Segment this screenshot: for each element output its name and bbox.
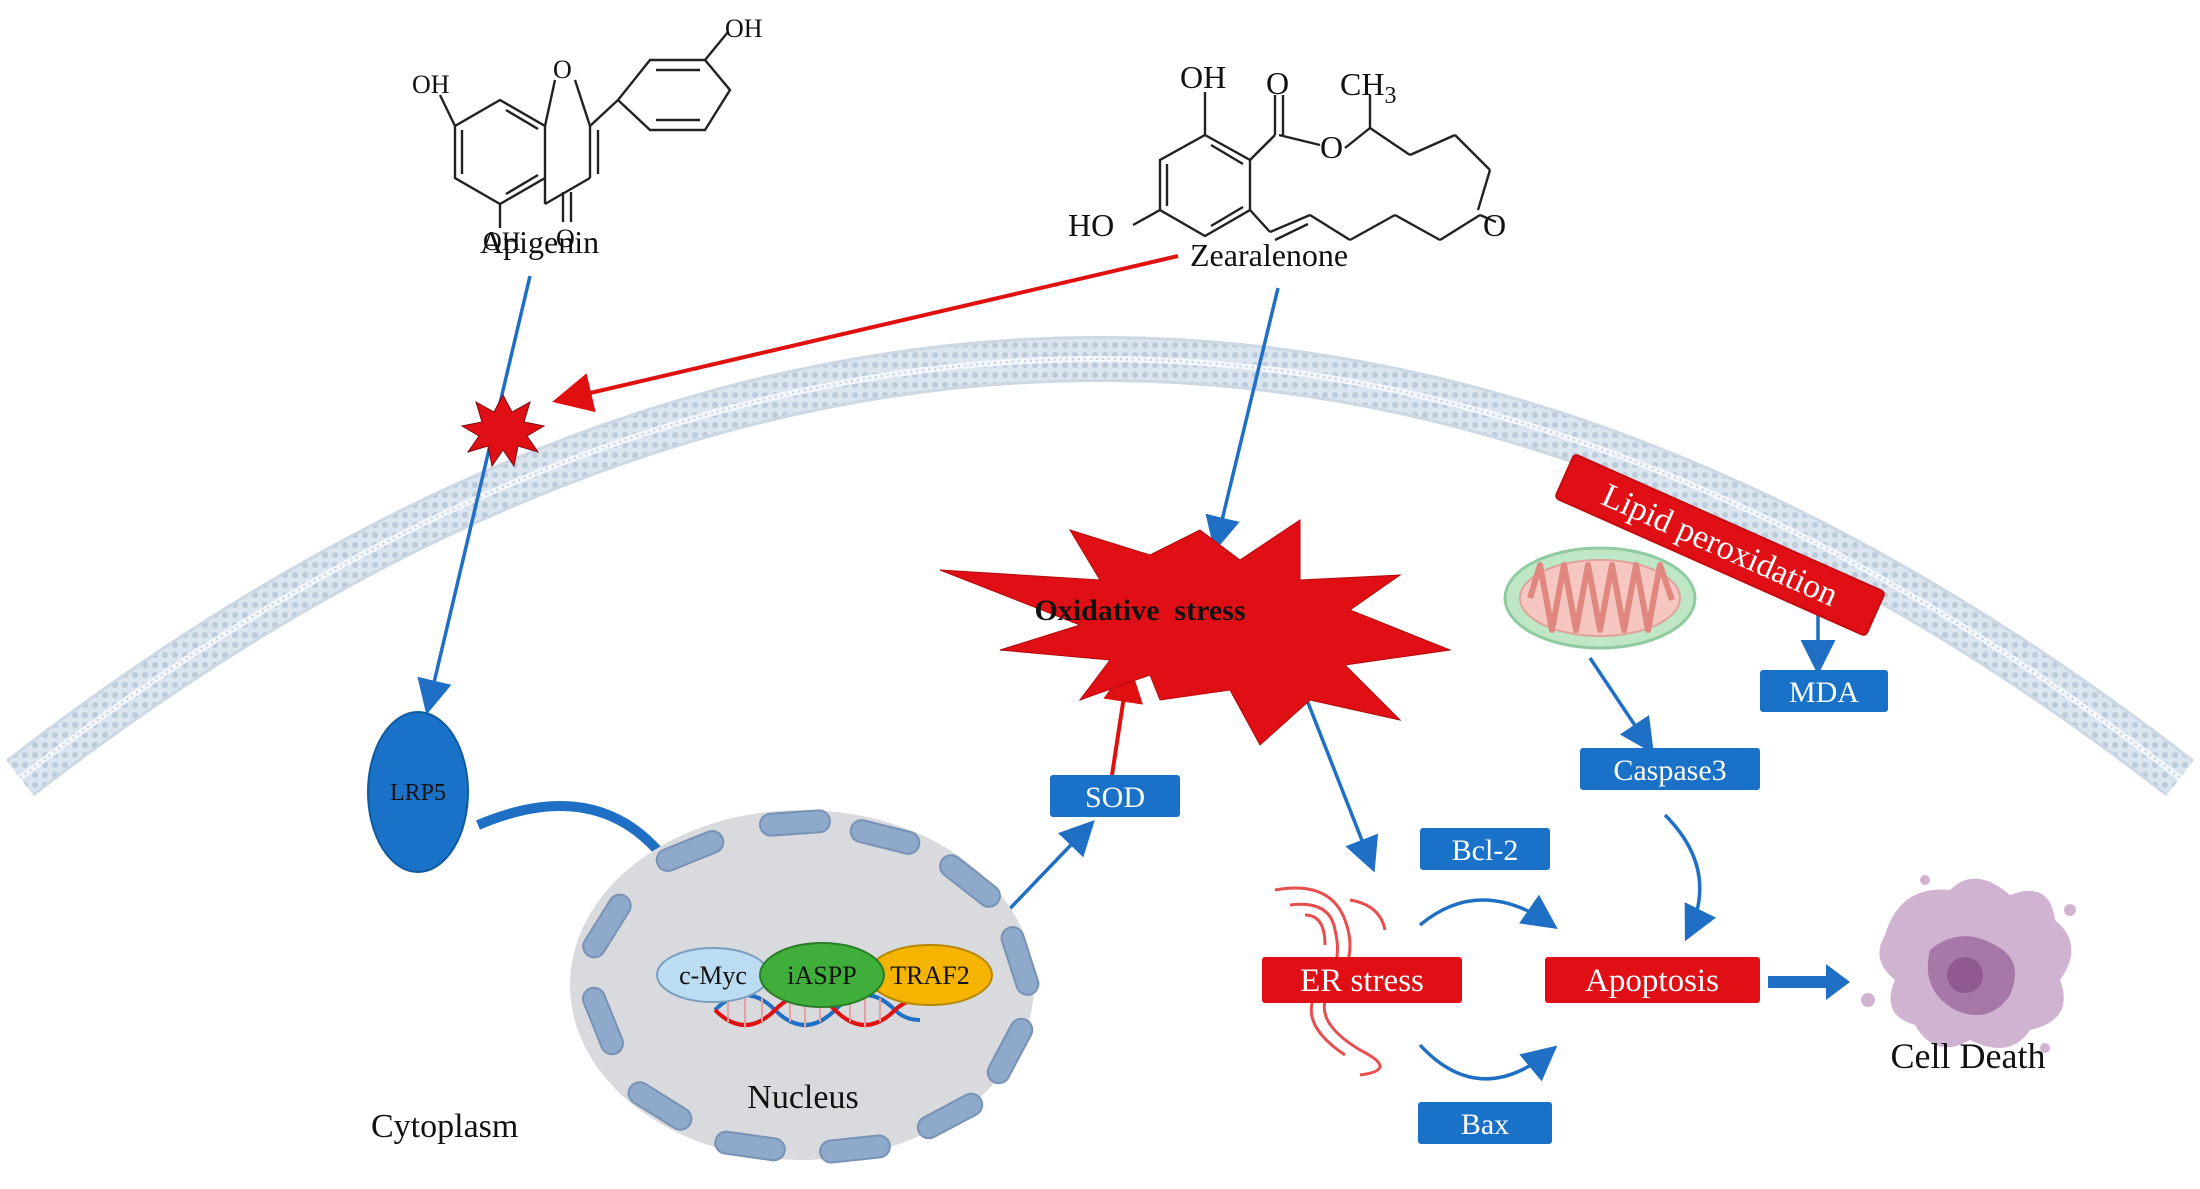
sod-label: SOD [1085, 781, 1145, 814]
apoptosis-box: Apoptosis [1545, 957, 1760, 1003]
traf2-protein: TRAF2 [867, 944, 993, 1006]
zearalenone-oh-top: OH [1180, 59, 1226, 95]
bcl2-box: Bcl-2 [1420, 828, 1550, 870]
iaspp-label: iASPP [787, 961, 856, 990]
zearalenone-ch3: CH3 [1340, 66, 1396, 109]
bcl2-label: Bcl-2 [1452, 834, 1519, 867]
apigenin-ring-o: O [553, 55, 572, 84]
apigenin-oh-bottom: OH [483, 227, 521, 256]
arrow-zearalenone-to-oxidative-stress [1205, 287, 1280, 552]
sod-box: SOD [1050, 775, 1180, 817]
traf2-label: TRAF2 [890, 961, 969, 990]
arrow-zearalenone-to-receptor [552, 254, 1179, 413]
caspase3-box: Caspase3 [1580, 748, 1760, 790]
cytoplasm-label: Cytoplasm [371, 1108, 518, 1145]
apigenin-oh-left: OH [412, 70, 450, 99]
zearalenone-ester-o: O [1320, 129, 1343, 165]
er-stress-label: ER stress [1300, 963, 1424, 999]
apigenin-oh-right: OH [725, 14, 763, 43]
mda-label: MDA [1789, 676, 1859, 709]
zearalenone-structure [1132, 92, 1497, 242]
mda-box: MDA [1760, 670, 1888, 712]
zearalenone-ho-left: HO [1068, 207, 1114, 243]
zearalenone-label: Zearalenone [1190, 237, 1348, 273]
arrow-mitochondria-to-caspase3 [1588, 657, 1654, 754]
er-stress-box: ER stress [1262, 957, 1462, 1003]
lrp5-receptor: LRP5 [367, 711, 469, 873]
arrow-apoptosis-to-cell-death [1768, 964, 1850, 1000]
apigenin-carbonyl-o: O [556, 224, 575, 253]
apoptosis-label: Apoptosis [1585, 963, 1719, 999]
cmyc-label: c-Myc [679, 961, 747, 990]
apigenin-label: Apigenin [480, 224, 599, 260]
mitochondria-icon [1503, 546, 1697, 650]
zearalenone-carbonyl-o: O [1266, 65, 1289, 101]
nucleus-label: Nucleus [747, 1079, 858, 1116]
lrp5-label: LRP5 [390, 780, 446, 806]
zearalenone-ch3-main: CH [1340, 66, 1384, 102]
arrow-sod-to-oxidative-stress [1103, 662, 1143, 776]
arrow-er-to-apoptosis-lower [1418, 1043, 1558, 1082]
receptor-starburst-icon [460, 393, 546, 468]
bax-box: Bax [1418, 1102, 1552, 1144]
dying-cell-icon [1861, 875, 2076, 1053]
oxidative-stress-label: Oxidative stress [1034, 594, 1245, 627]
bax-label: Bax [1461, 1108, 1509, 1141]
cell-membrane [5, 336, 2195, 797]
zearalenone-ketone-o: O [1483, 207, 1506, 243]
arrow-er-to-apoptosis-upper [1418, 894, 1558, 929]
cell-death-label: Cell Death [1891, 1036, 2046, 1076]
zearalenone-ch3-sub: 3 [1384, 83, 1396, 109]
arrow-oxidative-stress-to-er-stress [1303, 694, 1379, 873]
apigenin-structure [438, 31, 732, 228]
iaspp-protein: iASPP [759, 942, 885, 1008]
arrow-apigenin-to-lrp5 [417, 275, 532, 715]
oxidative-stress-burst-icon [939, 519, 1452, 746]
arrow-caspase3-to-apoptosis [1663, 813, 1717, 942]
caspase3-label: Caspase3 [1613, 754, 1726, 787]
cmyc-protein: c-Myc [656, 947, 770, 1003]
